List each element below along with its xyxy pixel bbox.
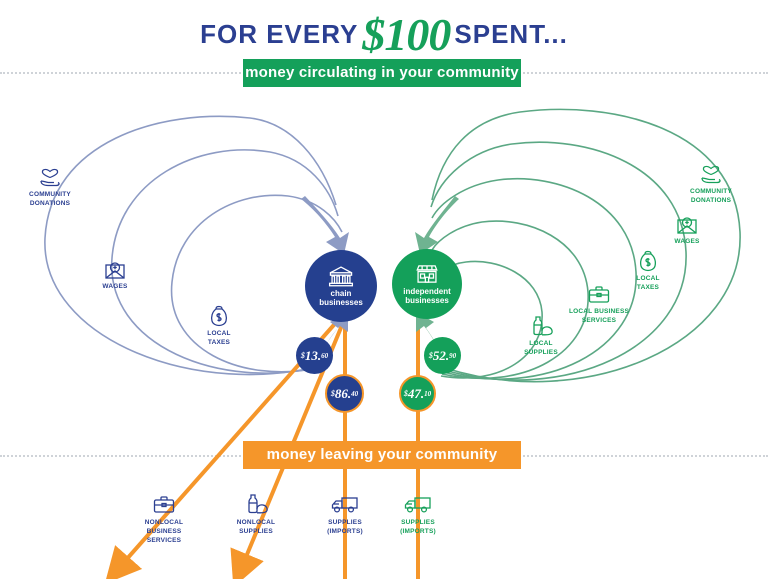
banner-money-circulating: money circulating in your community [243, 59, 521, 87]
storefront-icon [416, 265, 438, 283]
independent-node-wages: WAGES [644, 215, 730, 247]
badge-chain-retained: $13.60 [296, 337, 333, 374]
hub-independent-line2: businesses [405, 296, 449, 305]
badge-independent-retained-cents: 90 [449, 351, 457, 360]
outflow-node-supplies-imports-chain: SUPPLIES(IMPORTS) [300, 493, 390, 536]
banner-money-leaving: money leaving your community [243, 441, 521, 469]
hub-independent-businesses[interactable]: independent businesses [392, 249, 462, 319]
local-supplies-icon [533, 316, 553, 336]
wages-envelope-icon [677, 217, 697, 234]
independent-hub-inflow-arrow [415, 196, 459, 254]
hub-chain-line1: chain [330, 288, 352, 298]
badge-chain-leaving: $86.40 [325, 374, 364, 413]
supplies-bottle-bread-icon [248, 494, 268, 514]
bank-building-icon [328, 266, 354, 287]
chain-retained-arrow [315, 312, 348, 366]
badge-independent-leaving: $47.10 [399, 375, 436, 412]
hub-chain-line2: businesses [319, 298, 363, 307]
independent-arc-2 [431, 220, 589, 379]
independent-node-wages-label: WAGES [674, 238, 700, 245]
local-business-services-icon [588, 286, 610, 303]
hub-independent-label: independent businesses [403, 287, 451, 305]
local-taxes-moneybag-icon [210, 305, 228, 327]
chain-node-wages: WAGES [72, 260, 158, 292]
title-prefix: FOR EVERY [200, 19, 359, 49]
hub-chain-label: chain businesses [319, 289, 363, 307]
outflow-node-supplies-imports-independent-label: SUPPLIES(IMPORTS) [400, 519, 436, 536]
chain-arc-middle [111, 149, 339, 374]
independent-arc-4 [430, 141, 687, 381]
badge-independent-leaving-dollars: 47 [407, 385, 421, 401]
badge-independent-leaving-cents: 10 [424, 389, 432, 398]
outflow-node-supplies-imports-chain-label: SUPPLIES(IMPORTS) [327, 519, 363, 536]
badge-independent-retained: $52.90 [424, 337, 461, 374]
delivery-truck-icon [331, 497, 358, 513]
community-donations-icon [701, 165, 721, 184]
chain-arc-outer [44, 115, 337, 376]
badge-independent-retained-dollars: 52 [432, 347, 446, 363]
independent-arc-5 [431, 108, 741, 383]
briefcase-icon [153, 496, 175, 513]
hub-independent-line1: independent [403, 286, 451, 296]
badge-chain-retained-dollars: 13 [304, 347, 318, 363]
chain-node-wages-label: WAGES [102, 283, 128, 290]
badge-chain-leaving-cents: 40 [351, 389, 359, 398]
title-amount: $100 [362, 9, 451, 60]
chain-hub-inflow-arrow [301, 196, 349, 254]
badge-chain-retained-cents: 60 [321, 351, 329, 360]
hub-chain-businesses[interactable]: chain businesses [305, 250, 377, 322]
local-taxes-moneybag-icon [639, 250, 657, 272]
outflow-node-supplies-imports-independent: SUPPLIES(IMPORTS) [373, 493, 463, 536]
independent-retained-arrow [416, 312, 447, 366]
badge-chain-leaving-dollars: 86 [334, 385, 348, 401]
community-donations-icon [40, 168, 60, 187]
wages-envelope-icon [105, 262, 125, 279]
independent-arc-3 [431, 178, 637, 380]
title-suffix: SPENT... [454, 19, 568, 49]
delivery-truck-icon [404, 497, 431, 513]
